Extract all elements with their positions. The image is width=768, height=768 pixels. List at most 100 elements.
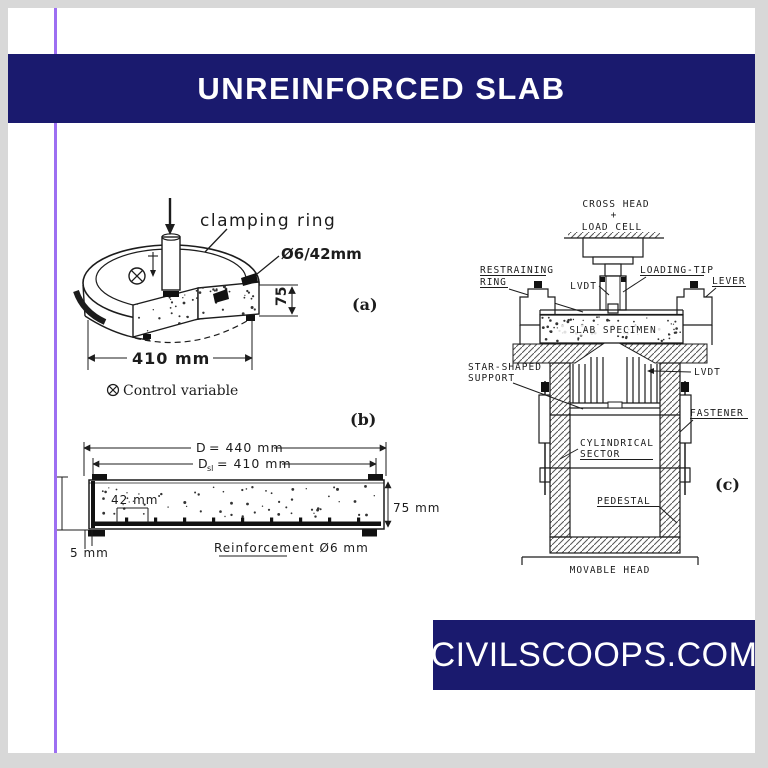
- clamp-block-top-right: [368, 474, 383, 481]
- loading-pin-top: [161, 233, 181, 241]
- vertical-accent-rule: [54, 8, 57, 753]
- lvdt-right-arrow-line: [653, 370, 692, 373]
- clamping-ring-label: clamping ring: [200, 211, 336, 231]
- figure-c-tag: (c): [715, 475, 740, 494]
- dim410b-label-sub: sl: [207, 464, 213, 473]
- loading-tip-inner-lines: [605, 276, 621, 310]
- lever-block-right: [676, 288, 713, 326]
- star-shaped-leader: [512, 382, 584, 410]
- dim410b-label-value: = 410 mm: [217, 456, 292, 471]
- cylindrical-label-2: SECTOR: [580, 449, 620, 460]
- slab-left-edge-bar: [91, 481, 95, 528]
- left-bracket: [56, 476, 88, 531]
- movable-head-label: MOVABLE HEAD: [570, 565, 651, 576]
- lever-bolt-left: [534, 281, 542, 288]
- cylindrical-label-1: CYLINDRICAL: [580, 438, 654, 449]
- site-badge: CIVILSCOOPS.COM: [430, 620, 758, 690]
- lvdt-cap-left: [541, 382, 549, 392]
- page-background: UNREINFORCED SLAB clamping ring Ø6/42mm: [8, 8, 758, 753]
- figure-c-test-rig-diagram: CROSS HEAD + LOAD CELL LVDT LOADING-TIP …: [468, 199, 748, 576]
- pedestal-leader: [658, 506, 678, 524]
- lvdt-right-label: LVDT: [694, 367, 721, 378]
- slab-label-backing: [558, 324, 668, 336]
- figure-b-section-diagram: (b) D = 440 mm D sl = 410 mm: [56, 410, 440, 560]
- star-shaped-label-2: SUPPORT: [468, 373, 515, 384]
- load-cell-flange: [592, 256, 634, 265]
- page-title: UNREINFORCED SLAB: [197, 70, 566, 106]
- loading-pin: [161, 236, 181, 291]
- cylinder-wall-left: [549, 362, 571, 538]
- lvdt-top-label: LVDT: [570, 281, 597, 292]
- control-variable-icon: [128, 267, 146, 285]
- flange-block-bottom-right: [362, 529, 377, 537]
- dim5-lines: [84, 530, 93, 549]
- support-band-left: [512, 343, 605, 364]
- piston-stem: [604, 263, 622, 277]
- cross-head-label: CROSS HEAD: [582, 199, 649, 210]
- base-band: [549, 536, 681, 554]
- restraining-ring-label-2: RING: [480, 277, 507, 288]
- fastener-leader: [679, 419, 694, 433]
- cylinder-bottom-arc: [84, 315, 151, 341]
- star-support-rods: [572, 357, 658, 403]
- site-name: CIVILSCOOPS.COM: [430, 635, 758, 674]
- dim440-label-prefix: D: [196, 440, 207, 455]
- reinforcement-label: Reinforcement Ø6 mm: [214, 541, 369, 555]
- lvdt-top-leader: [598, 285, 610, 296]
- dim5-label: 5 mm: [70, 546, 109, 560]
- flange-block-bottom-left: [88, 530, 105, 537]
- clamp-block-top-left: [92, 474, 107, 481]
- crosshead-hatch-bar: [568, 232, 660, 238]
- lvdt-right-arrow-head: [647, 368, 654, 374]
- load-arrow-head: [165, 224, 175, 235]
- ring-cut-black-mark: [213, 289, 229, 303]
- lever-bolt-right: [690, 281, 698, 288]
- lever-label: LEVER: [712, 276, 746, 287]
- slab-section-outline: [88, 479, 385, 530]
- dim410-label: 410 mm: [132, 349, 210, 368]
- cylinder-wall-right: [659, 362, 681, 538]
- dim75b-label: 75 mm: [393, 501, 440, 515]
- loading-tip-leader: [622, 276, 647, 293]
- hidden-edge-dashed-arc: [134, 317, 253, 344]
- deflection-mini-arrow: [148, 252, 158, 277]
- ring-dark-band: [73, 289, 107, 325]
- bar-chair-ticks: [125, 517, 361, 522]
- pedestal-label: PEDESTAL: [597, 496, 651, 507]
- loading-tip-label: LOADING-TIP: [640, 265, 714, 276]
- reinforcement-mesh-bar: [93, 521, 381, 526]
- control-variable-label: Control variable: [123, 383, 238, 399]
- star-support-hub: [607, 401, 623, 409]
- tip-bolt-left: [600, 277, 605, 282]
- loading-pin-base: [163, 291, 179, 297]
- plus-label: +: [611, 210, 618, 221]
- cylindrical-leader: [559, 448, 579, 460]
- figure-a-round-slab-diagram: clamping ring Ø6/42mm: [73, 198, 378, 399]
- support-band-right: [619, 343, 708, 364]
- clamp-scruff-right: [246, 315, 255, 321]
- lvdt-body-right: [679, 394, 692, 444]
- star-shaped-label-1: STAR-SHAPED: [468, 362, 542, 373]
- tip-bolt-right: [621, 277, 626, 282]
- figure-b-tag: (b): [350, 410, 376, 429]
- dim440-label-value: = 440 mm: [209, 440, 284, 455]
- dim42-lines: [116, 507, 149, 523]
- load-cell-label: LOAD CELL: [582, 222, 642, 233]
- bar-note-label: Ø6/42mm: [281, 245, 362, 263]
- concrete-speckles: [101, 485, 375, 518]
- cut-face-right: [197, 281, 260, 320]
- lvdt-body-left: [538, 394, 551, 444]
- slab-specimen-label: SLAB SPECIMEN: [569, 325, 656, 336]
- dim42-label: 42 mm: [111, 493, 158, 507]
- dim410b-label-prefix: D: [198, 456, 209, 471]
- fastener-label: FASTENER: [690, 408, 744, 419]
- title-banner: UNREINFORCED SLAB: [8, 54, 755, 123]
- cut-face-right-speckles: [198, 285, 256, 315]
- clamp-scruff-left: [143, 334, 151, 339]
- load-cell-box: [582, 237, 644, 258]
- lvdt-cap-right: [681, 382, 689, 392]
- restraining-ring-label-1: RESTRAINING: [480, 265, 554, 276]
- ring-section-black: [241, 273, 258, 286]
- movable-head-bracket: [521, 556, 699, 565]
